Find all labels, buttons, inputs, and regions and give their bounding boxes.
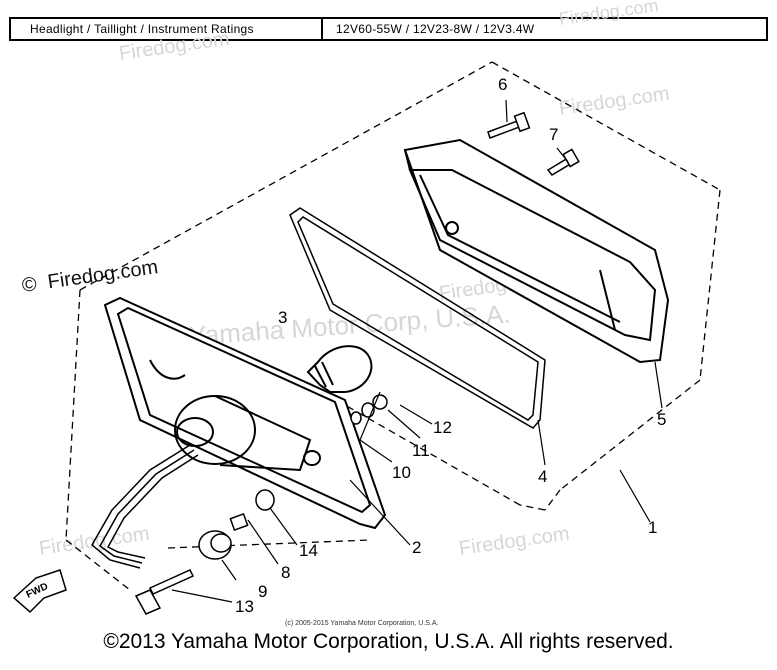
screw-6 xyxy=(487,111,531,139)
callout-13: 13 xyxy=(235,597,254,616)
bulb xyxy=(306,345,373,393)
assembly-outline xyxy=(65,61,721,591)
callouts: 1 2 3 4 5 6 7 8 9 10 11 12 13 14 xyxy=(235,75,666,616)
copyright-footer: ©2013 Yamaha Motor Corporation, U.S.A. A… xyxy=(103,630,674,653)
lens-assembly xyxy=(103,296,387,530)
taillight-housing xyxy=(403,138,670,364)
firedog-text: Firedog.com xyxy=(46,256,159,293)
watermark-faded: Firedog.com xyxy=(458,523,571,560)
copyright-symbol: © xyxy=(21,273,39,297)
firedog-label: © Firedog.com xyxy=(21,256,160,297)
callout-1: 1 xyxy=(648,518,657,537)
callout-4: 4 xyxy=(538,467,547,486)
credit-small: (c) 2005-2015 Yamaha Motor Corporation, … xyxy=(285,620,438,627)
callout-5: 5 xyxy=(657,410,666,429)
bolt-13 xyxy=(134,569,195,615)
leader-lines xyxy=(171,99,663,603)
gasket xyxy=(289,207,546,429)
screw-7 xyxy=(546,148,580,176)
callout-3: 3 xyxy=(278,308,287,327)
fwd-arrow: FWD xyxy=(12,569,67,614)
wiring-harness xyxy=(91,444,199,569)
callout-12: 12 xyxy=(433,418,452,437)
callout-2: 2 xyxy=(412,538,421,557)
callout-6: 6 xyxy=(498,75,507,94)
callout-7: 7 xyxy=(549,125,558,144)
watermark-yamaha: Yamaha Motor Corp, U.S.A. xyxy=(188,299,511,351)
spec-value: 12V60-55W / 12V23-8W / 12V3.4W xyxy=(336,22,535,36)
callout-11: 11 xyxy=(412,441,430,460)
callout-8: 8 xyxy=(281,563,290,582)
callout-10: 10 xyxy=(392,463,411,482)
spec-table: Headlight / Taillight / Instrument Ratin… xyxy=(9,17,768,41)
spec-label: Headlight / Taillight / Instrument Ratin… xyxy=(30,22,254,36)
callout-14: 14 xyxy=(299,541,318,560)
watermark-faded: Firedog.com xyxy=(558,83,671,120)
callout-9: 9 xyxy=(258,582,267,601)
grommet-parts xyxy=(198,489,275,560)
